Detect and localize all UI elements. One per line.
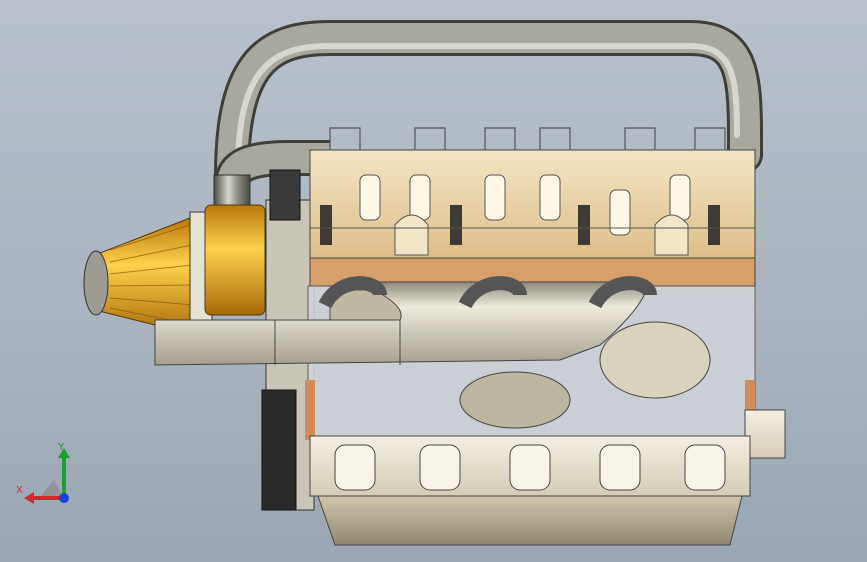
cylinder-head[interactable] bbox=[309, 127, 756, 287]
crossover-pipe[interactable] bbox=[213, 20, 763, 216]
oil-pan[interactable] bbox=[309, 435, 751, 546]
orientation-triad: X Y bbox=[14, 440, 84, 510]
x-axis-label: X bbox=[16, 485, 23, 496]
intake-manifold[interactable] bbox=[154, 276, 657, 366]
axis-arrows-icon bbox=[24, 448, 70, 504]
air-filter[interactable] bbox=[83, 204, 266, 336]
y-axis-label: Y bbox=[58, 442, 65, 453]
